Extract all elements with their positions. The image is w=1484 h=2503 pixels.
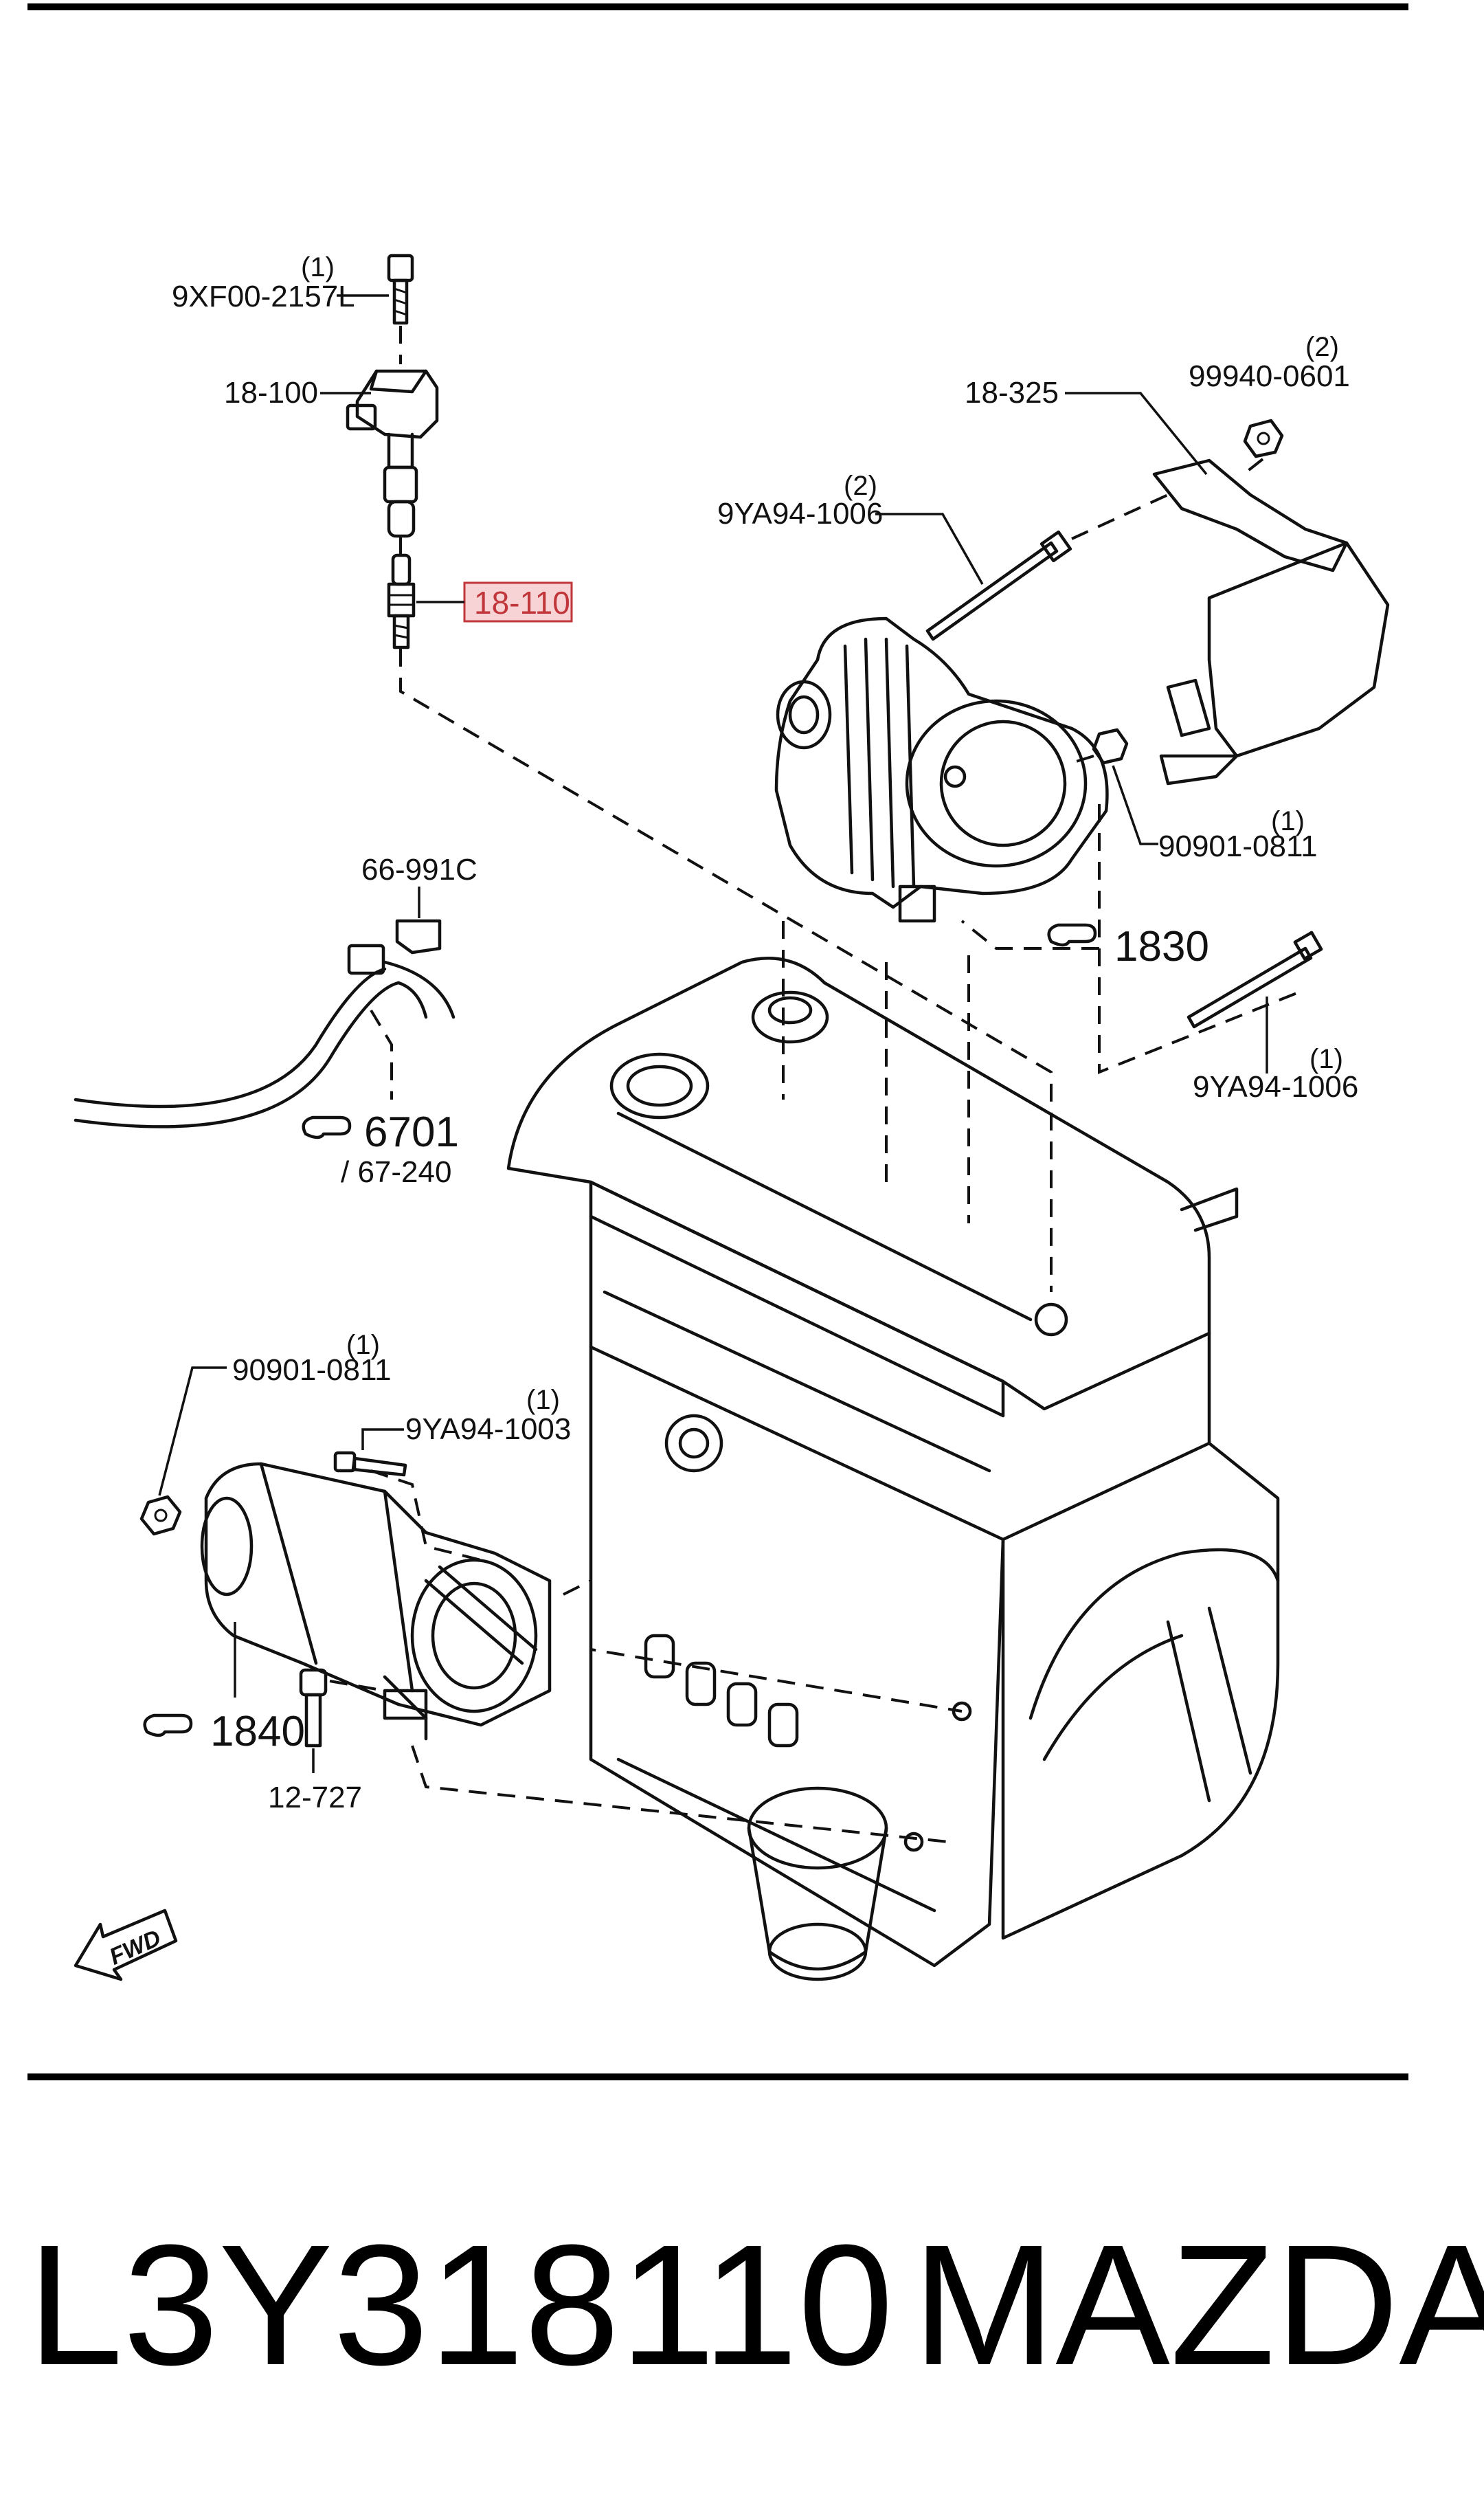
footer-brand: MAZDA: [912, 2209, 1484, 2401]
spark-plug-drawing: [387, 553, 416, 649]
bolt-starter-qty: (1): [526, 1385, 560, 1415]
nut-alt-drawing: [1092, 728, 1129, 765]
nut-alt-qty: (1): [1271, 806, 1305, 836]
nut-bracket-label: 99940-0601: [1189, 359, 1350, 393]
nut-bracket-drawing: [1243, 419, 1284, 458]
bolt-alt-1-qty: (1): [1309, 1044, 1343, 1074]
starter-ref[interactable]: 1840: [210, 1708, 305, 1755]
bolt-coil-label: 9XF00-2157L: [172, 280, 355, 313]
nut-alt-label: 90901-0811: [1158, 830, 1318, 863]
ignition-coil-drawing: [346, 369, 439, 538]
alternator-bolt-2-drawing: [925, 530, 1072, 641]
bolt-alt-1-label: 9YA94-1006: [1193, 1070, 1358, 1104]
alternator-ref[interactable]: 1830: [1114, 923, 1209, 970]
bracket-drawing: [1152, 458, 1390, 786]
bracket-label: 18-325: [965, 376, 1059, 410]
bolt-coil-qty: (1): [301, 252, 335, 282]
alternator-drawing: [774, 616, 1109, 923]
starter-drawing: [200, 1462, 552, 1741]
bolt-starter-drawing: [333, 1451, 407, 1477]
harness-clip-label: 66-991C: [361, 853, 477, 887]
nut-starter-drawing: [139, 1495, 182, 1536]
nut-bracket-qty: (2): [1305, 332, 1339, 362]
spark-plug-label[interactable]: 18-110: [474, 585, 570, 621]
alternator-bolt-1-drawing: [1187, 931, 1323, 1029]
ignition-coil-label: 18-100: [224, 376, 318, 410]
bolt-starter-label: 9YA94-1003: [405, 1412, 571, 1446]
nut-starter-label: 90901-0811: [232, 1353, 392, 1387]
engine-drawing: [506, 957, 1280, 1981]
harness-ref-sub[interactable]: / 67-240: [341, 1155, 451, 1189]
footer-part-number: L3Y318110: [27, 2209, 894, 2401]
bolt-coil-drawing: [387, 254, 414, 325]
bolt-alt-2-label: 9YA94-1006: [717, 497, 883, 531]
bolt-starter-2-drawing: [299, 1668, 385, 1748]
bolt-alt-2-qty: (2): [844, 471, 877, 501]
harness-drawing: [74, 919, 456, 1128]
harness-ref[interactable]: 6701: [364, 1109, 459, 1156]
fwd-arrow-icon: FWD: [74, 1909, 178, 1981]
nut-starter-qty: (1): [346, 1330, 380, 1360]
bolt-starter-2-label: 12-727: [268, 1781, 362, 1814]
